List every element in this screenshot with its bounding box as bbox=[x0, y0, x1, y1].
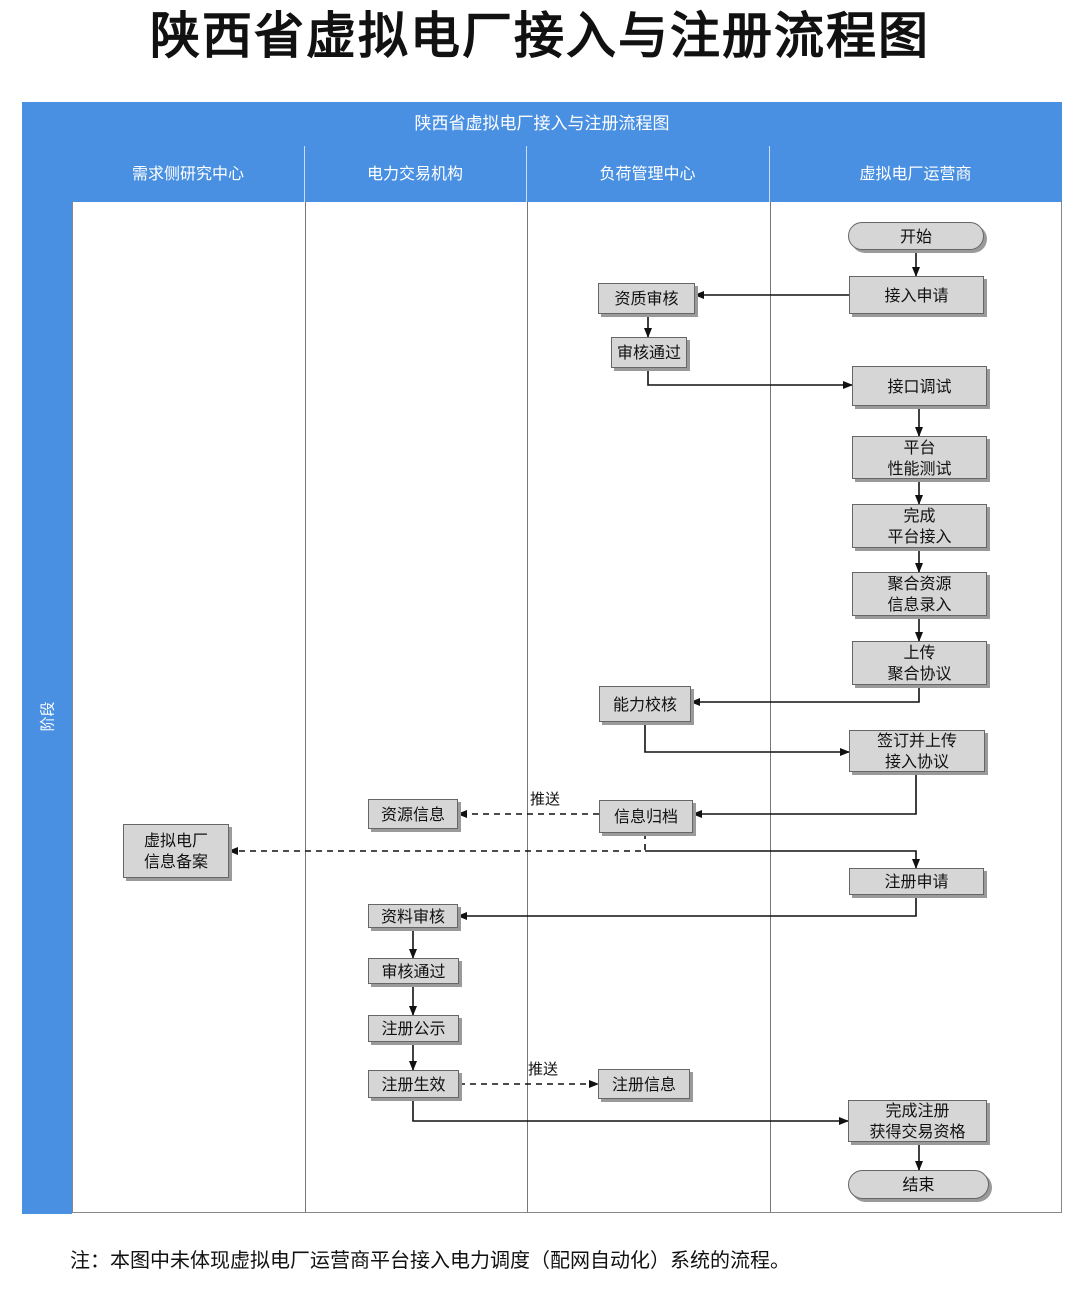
node-review-pass-2: 审核通过 bbox=[368, 958, 459, 984]
edge-archive-register bbox=[645, 850, 920, 869]
edge-capability-sign bbox=[644, 722, 850, 756]
edge-sign-archive bbox=[692, 772, 917, 818]
edge-upload-capability bbox=[690, 685, 920, 706]
lane-header-load-management: 负荷管理中心 bbox=[599, 164, 696, 183]
node-review-pass-1: 审核通过 bbox=[611, 337, 687, 368]
node-capability-check: 能力校核 bbox=[599, 686, 691, 722]
edge-register-review bbox=[457, 895, 917, 920]
node-document-review: 资料审核 bbox=[368, 904, 458, 928]
node-complete-platform-access: 完成 平台接入 bbox=[852, 504, 987, 548]
node-aggregate-resource-entry: 聚合资源 信息录入 bbox=[852, 572, 987, 616]
node-qualification-review: 资质审核 bbox=[598, 283, 695, 314]
lane-divider bbox=[770, 202, 771, 1212]
node-sign-upload-access-agreement: 签订并上传 接入协议 bbox=[849, 730, 985, 772]
lane-divider bbox=[305, 202, 306, 1212]
node-register-publicity: 注册公示 bbox=[368, 1015, 459, 1042]
node-vpp-info-filing: 虚拟电厂 信息备案 bbox=[123, 824, 229, 878]
node-register-info: 注册信息 bbox=[598, 1069, 690, 1099]
lane-header-demand-research: 需求侧研究中心 bbox=[131, 164, 244, 183]
edge-effective-complete bbox=[412, 1098, 849, 1125]
node-register-apply: 注册申请 bbox=[849, 868, 984, 895]
end-node: 结束 bbox=[848, 1170, 989, 1199]
node-info-archive: 信息归档 bbox=[599, 800, 693, 833]
start-node: 开始 bbox=[848, 222, 984, 250]
node-upload-aggregate-agreement: 上传 聚合协议 bbox=[852, 641, 987, 685]
lane-header-row: 需求侧研究中心 电力交易机构 负荷管理中心 虚拟电厂运营商 bbox=[72, 146, 1062, 202]
lane-header-vpp-operator: 虚拟电厂运营商 bbox=[859, 164, 972, 183]
node-resource-info: 资源信息 bbox=[368, 799, 458, 829]
footnote: 注：本图中未体现虚拟电厂运营商平台接入电力调度（配网自动化）系统的流程。 bbox=[70, 1248, 790, 1272]
flowchart: 陕西省虚拟电厂接入与注册流程图 阶段 需求侧研究中心 电力交易机构 负荷管理中心… bbox=[22, 102, 1062, 1214]
edge-label-push: 推送 bbox=[530, 790, 561, 808]
node-apply-access: 接入申请 bbox=[849, 276, 984, 314]
node-interface-debug: 接口调试 bbox=[852, 366, 987, 406]
node-complete-register: 完成注册 获得交易资格 bbox=[848, 1100, 987, 1142]
edge-pass-interface bbox=[647, 368, 853, 389]
phase-column: 阶段 bbox=[22, 146, 72, 1214]
edge-archive-filing bbox=[228, 833, 646, 855]
lane-divider bbox=[527, 202, 528, 1212]
page-title: 陕西省虚拟电厂接入与注册流程图 bbox=[150, 6, 930, 65]
connector-layer bbox=[228, 250, 923, 1171]
lane-header-power-exchange: 电力交易机构 bbox=[366, 164, 463, 183]
node-platform-perf-test: 平台 性能测试 bbox=[852, 436, 987, 479]
edge-label-push: 推送 bbox=[528, 1060, 559, 1078]
node-register-effective: 注册生效 bbox=[368, 1070, 459, 1098]
